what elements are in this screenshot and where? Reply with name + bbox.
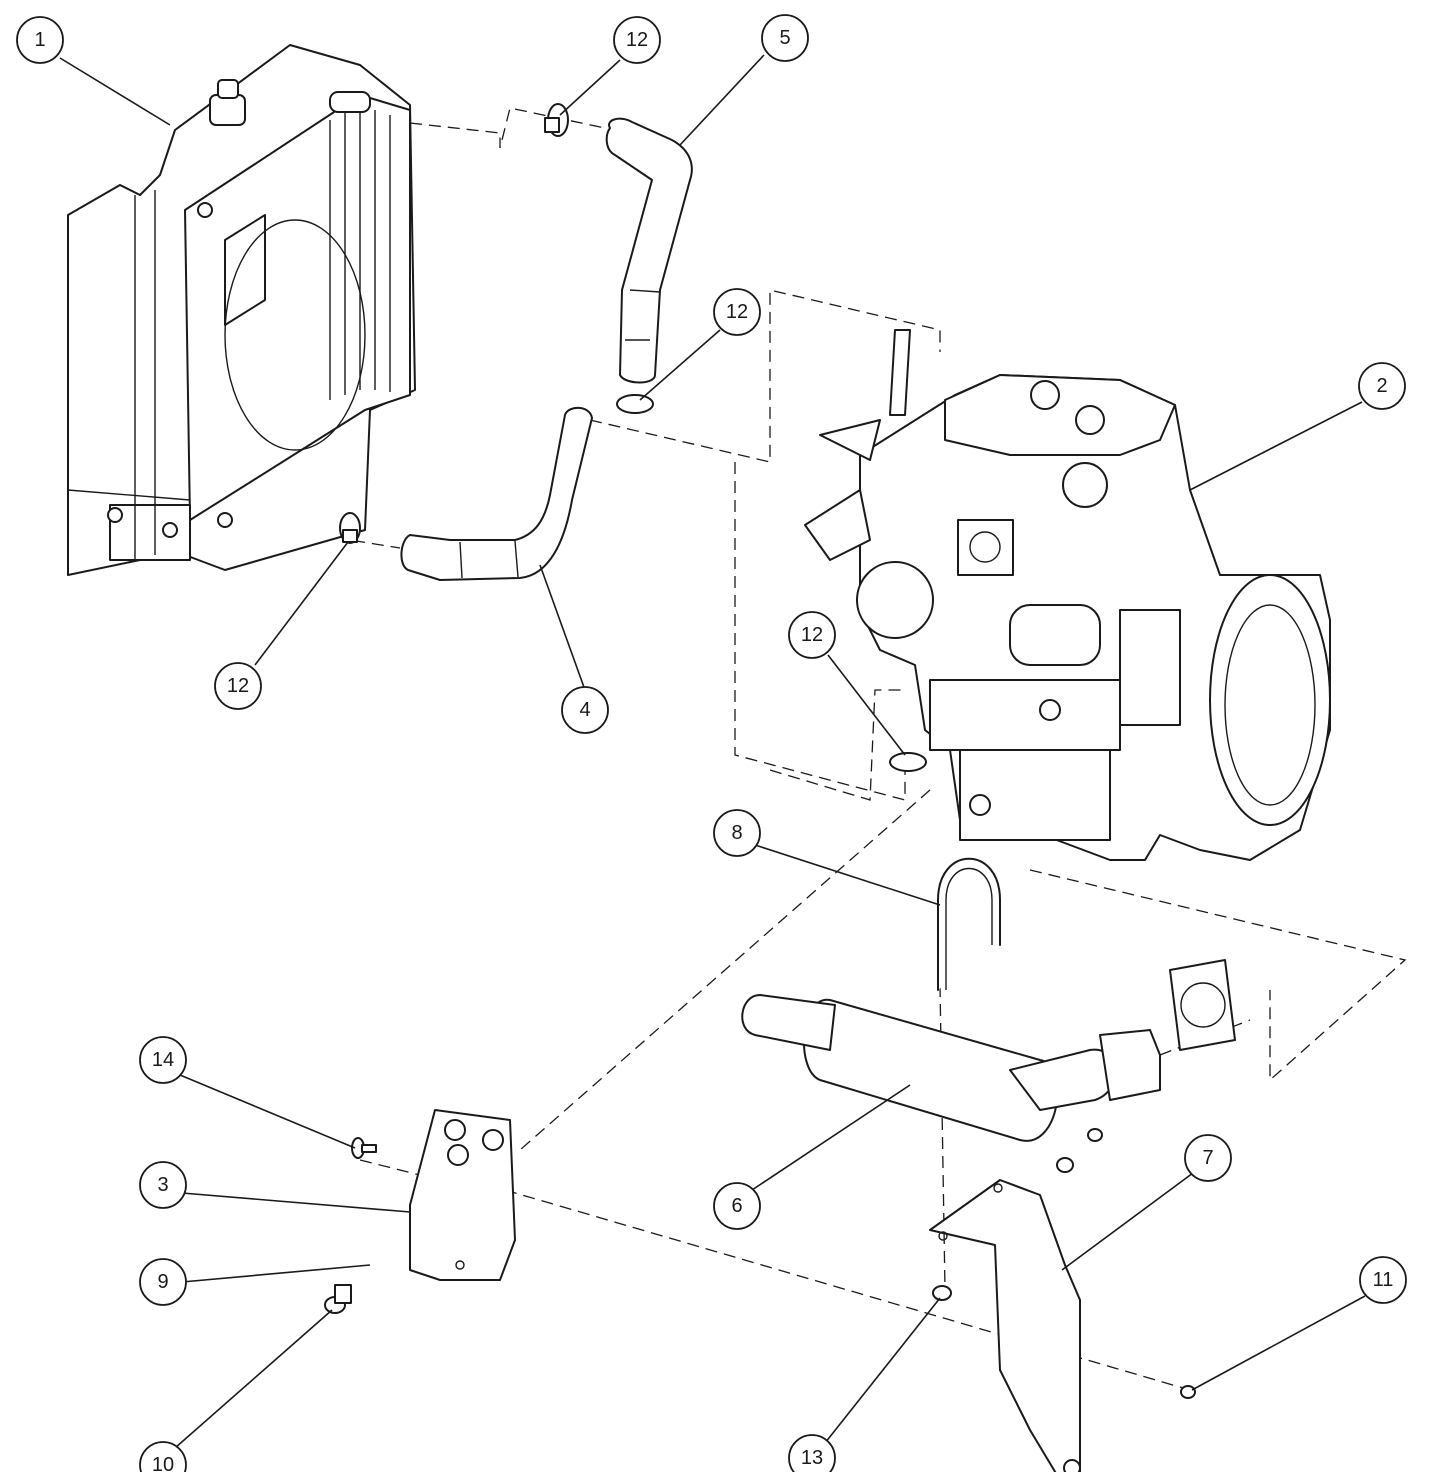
svg-text:9: 9 — [157, 1271, 168, 1293]
callout-12-upper-clamp: 12 — [613, 16, 661, 64]
svg-text:12: 12 — [726, 301, 748, 323]
hose-clamp-middle — [616, 394, 654, 414]
bolt-10 — [324, 1284, 352, 1314]
bracket-left-part — [409, 1109, 516, 1281]
callout-8: 8 — [713, 809, 761, 857]
callout-5: 5 — [761, 14, 809, 62]
hose-clamp-engine — [889, 752, 927, 772]
svg-text:4: 4 — [579, 699, 590, 721]
svg-text:14: 14 — [152, 1049, 174, 1071]
svg-text:11: 11 — [1373, 1269, 1394, 1291]
callout-6: 6 — [713, 1182, 761, 1230]
callout-7: 7 — [1184, 1134, 1232, 1182]
svg-text:12: 12 — [626, 29, 648, 51]
svg-text:12: 12 — [227, 675, 249, 697]
callout-leader-lines — [59, 54, 1366, 1449]
callout-9: 9 — [139, 1258, 187, 1306]
svg-text:1: 1 — [34, 29, 45, 51]
svg-text:5: 5 — [779, 27, 790, 49]
nut-13 — [932, 1285, 952, 1301]
screw-14 — [351, 1137, 377, 1159]
svg-text:2: 2 — [1376, 375, 1387, 397]
callouts: 1 12 5 12 2 12 4 12 — [16, 14, 1407, 1472]
muffler-part — [741, 959, 1236, 1142]
callout-12-engine-clamp: 12 — [788, 611, 836, 659]
bolts-muffler — [1056, 1128, 1103, 1173]
engine-part — [804, 329, 1331, 861]
svg-text:10: 10 — [152, 1454, 174, 1472]
radiator-fin-lines — [329, 105, 391, 400]
svg-text:13: 13 — [801, 1447, 823, 1469]
radiator-part — [67, 44, 416, 576]
hose-clamp-upper — [544, 103, 569, 137]
callout-3: 3 — [139, 1161, 187, 1209]
callout-13: 13 — [788, 1434, 836, 1472]
callout-14: 14 — [139, 1036, 187, 1084]
lower-hose-part — [400, 406, 593, 581]
callout-1: 1 — [16, 16, 64, 64]
upper-hose-part — [605, 117, 693, 384]
svg-text:7: 7 — [1202, 1147, 1213, 1169]
hose-clamp-lower — [339, 512, 361, 544]
svg-text:6: 6 — [731, 1195, 742, 1217]
callout-12-lower-clamp: 12 — [214, 662, 262, 710]
callout-12-middle-clamp: 12 — [713, 288, 761, 336]
u-bolt-part — [937, 857, 1001, 991]
callout-4: 4 — [561, 686, 609, 734]
svg-text:3: 3 — [157, 1174, 168, 1196]
callout-2: 2 — [1358, 362, 1406, 410]
bracket-right-part — [929, 1179, 1081, 1472]
nut-11 — [1180, 1385, 1196, 1399]
callout-10: 10 — [139, 1441, 187, 1472]
svg-text:8: 8 — [731, 822, 742, 844]
svg-text:12: 12 — [801, 624, 823, 646]
callout-11: 11 — [1359, 1256, 1407, 1304]
